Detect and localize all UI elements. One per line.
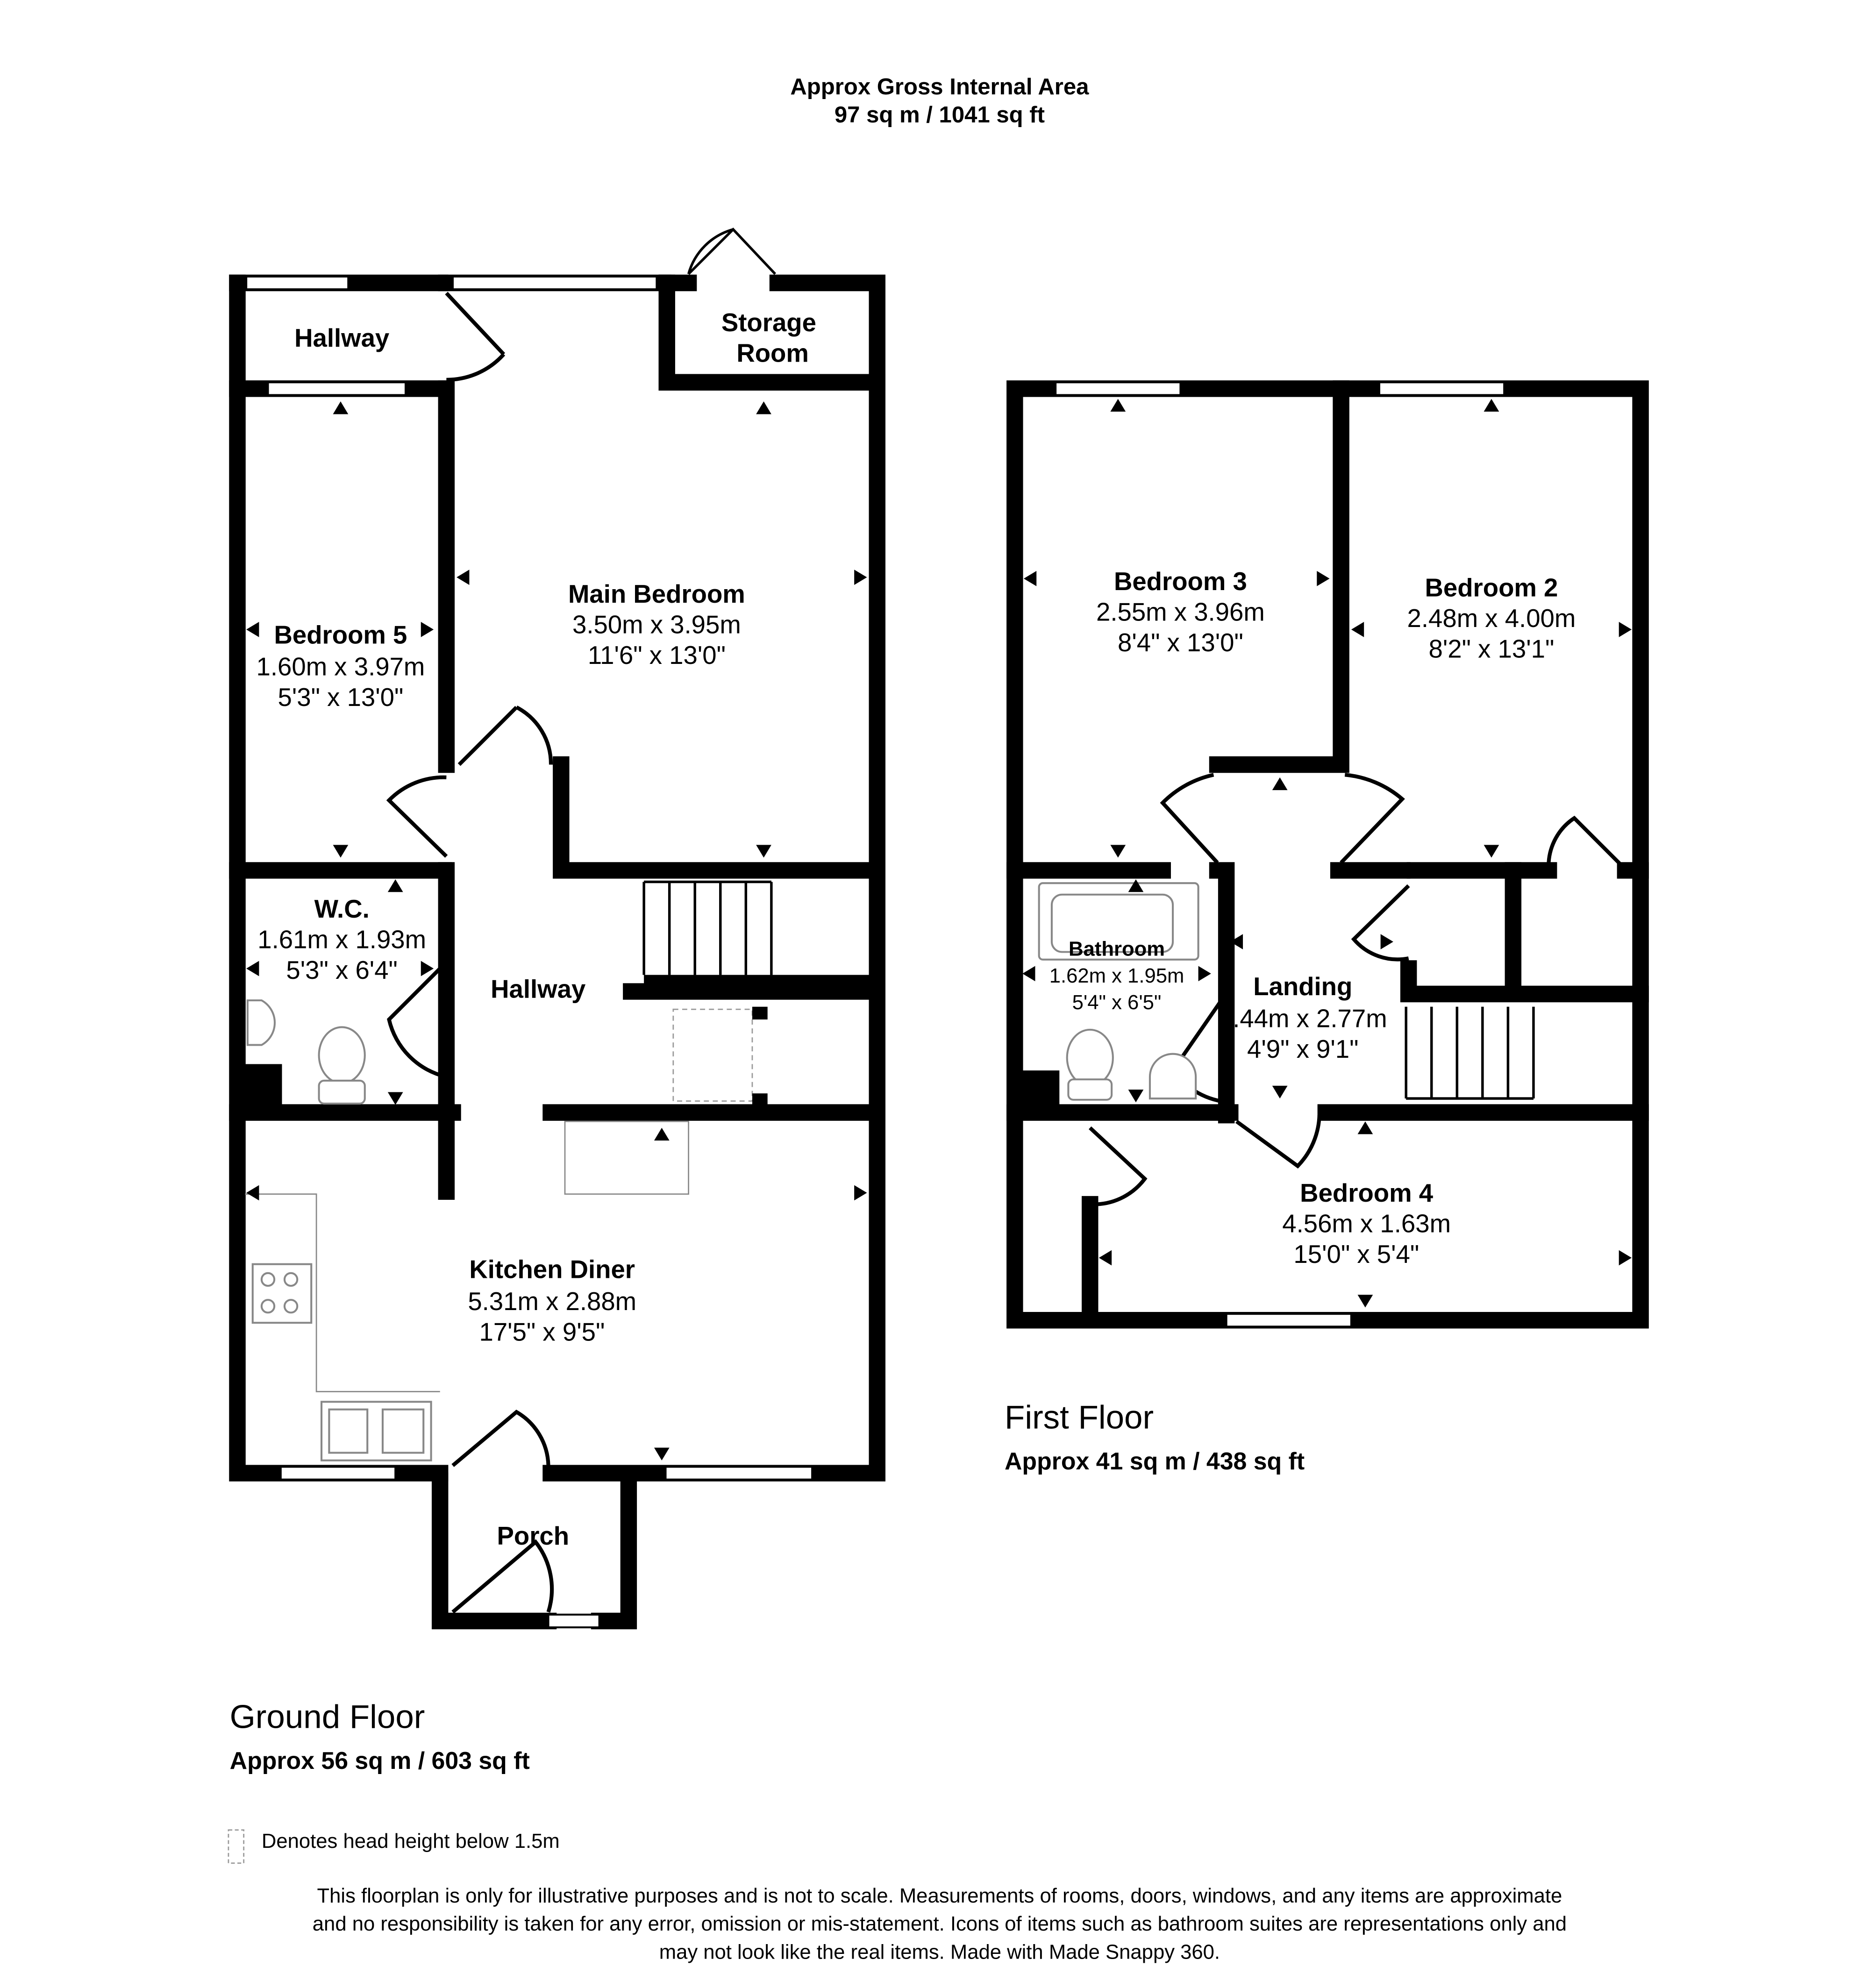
header-title: Approx Gross Internal Area	[790, 74, 1089, 100]
room-metric-bedroom5: 1.60m x 3.97m	[257, 653, 425, 681]
room-name-main-bedroom: Main Bedroom	[568, 580, 745, 608]
low-head-height-legend-icon	[228, 1829, 245, 1864]
low-head-height-area	[672, 1008, 753, 1102]
room-name-bedroom2: Bedroom 2	[1425, 574, 1558, 602]
room-name-kitchen: Kitchen Diner	[469, 1255, 635, 1284]
first-floor-label: First Floor	[1005, 1399, 1154, 1436]
disclaimer-line2: and no responsibility is taken for any e…	[313, 1912, 1567, 1935]
room-metric-wc: 1.61m x 1.93m	[257, 925, 426, 954]
room-imperial-bedroom2: 8'2" x 13'1"	[1429, 634, 1555, 663]
stairs-icon	[642, 880, 874, 992]
room-name-hallway: Hallway	[491, 975, 586, 1004]
room-name-storage-1: Storage	[721, 308, 816, 337]
legend-head-height: Denotes head height below 1.5m	[262, 1830, 560, 1853]
room-name-porch: Porch	[497, 1522, 570, 1550]
room-metric-bedroom4: 4.56m x 1.63m	[1282, 1210, 1451, 1238]
room-metric-bedroom3: 2.55m x 3.96m	[1096, 598, 1265, 626]
disclaimer-line3: may not look like the real items. Made w…	[659, 1940, 1220, 1963]
room-metric-bathroom: 1.62m x 1.95m	[1049, 964, 1184, 987]
room-name-hallway-top: Hallway	[294, 324, 390, 352]
toilet-icon	[1066, 1028, 1114, 1101]
hob-icon	[251, 1263, 313, 1324]
basin-icon	[246, 999, 276, 1046]
room-name-bedroom5: Bedroom 5	[274, 620, 407, 649]
ground-floor-label: Ground Floor	[230, 1699, 425, 1736]
stairs-icon	[1405, 1006, 1535, 1100]
room-metric-main-bedroom: 3.50m x 3.95m	[572, 611, 741, 639]
room-name-bedroom4: Bedroom 4	[1300, 1179, 1434, 1207]
room-imperial-bedroom4: 15'0" x 5'4"	[1293, 1240, 1419, 1268]
room-name-bedroom3: Bedroom 3	[1114, 567, 1247, 596]
room-metric-bedroom2: 2.48m x 4.00m	[1407, 604, 1576, 633]
ground-floor-plan: Hallway Storage Room Main Bedroom 3.50m …	[229, 228, 885, 1630]
room-metric-kitchen: 5.31m x 2.88m	[468, 1287, 636, 1316]
first-floor-plan: Bedroom 3 2.55m x 3.96m 8'4" x 13'0" Bed…	[1006, 380, 1649, 1329]
first-floor-area: Approx 41 sq m / 438 sq ft	[1005, 1447, 1305, 1475]
room-metric-landing: 1.44m x 2.77m	[1219, 1004, 1387, 1033]
toilet-icon	[318, 1026, 366, 1105]
room-name-bathroom: Bathroom	[1069, 938, 1165, 961]
room-name-wc: W.C.	[314, 895, 370, 923]
room-name-storage-2: Room	[736, 339, 809, 368]
room-imperial-kitchen: 17'5" x 9'5"	[479, 1318, 605, 1346]
sink-icon	[320, 1401, 432, 1461]
disclaimer-line1: This floorplan is only for illustrative …	[317, 1884, 1562, 1907]
dimension-arrows	[246, 401, 867, 1461]
header-total-area: 97 sq m / 1041 sq ft	[835, 102, 1045, 128]
room-imperial-bedroom3: 8'4" x 13'0"	[1118, 628, 1243, 657]
room-imperial-wc: 5'3" x 6'4"	[286, 956, 397, 984]
dimension-arrows	[1022, 399, 1632, 1308]
room-imperial-landing: 4'9" x 9'1"	[1247, 1035, 1358, 1063]
room-imperial-bathroom: 5'4" x 6'5"	[1072, 991, 1162, 1014]
room-name-landing: Landing	[1253, 972, 1352, 1001]
room-imperial-bedroom5: 5'3" x 13'0"	[278, 683, 404, 712]
ground-floor-area: Approx 56 sq m / 603 sq ft	[230, 1747, 530, 1774]
room-imperial-main-bedroom: 11'6" x 13'0"	[588, 641, 726, 670]
basin-icon	[1149, 1053, 1197, 1100]
bath-icon	[1038, 882, 1199, 961]
